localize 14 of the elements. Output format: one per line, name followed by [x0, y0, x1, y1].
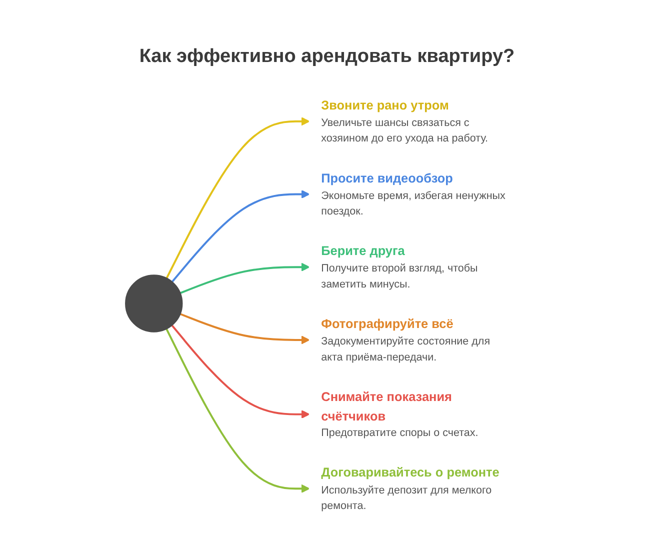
arrow — [171, 324, 310, 419]
node-text: Берите друга Получите второй взгляд, чтобы заметить минусы. — [321, 243, 478, 290]
node-circle — [125, 274, 183, 332]
arrow — [180, 262, 310, 294]
diagram-title: Как эффективно арендовать квартиру? — [139, 46, 515, 68]
node-text: Договаривайтесь о ремонте Используйте депозит для мелкого ремонта. — [321, 464, 500, 512]
node-text: Снимайте показания счётчиков Предотвратите споры о счетах. — [321, 389, 478, 439]
node-text: Звоните рано утром Увеличьте шансы связаться с хозяином до его ухода на работу. — [321, 98, 488, 145]
node-text: Фотографируйте всё Задокументируйте состояние для акта приёма-передачи. — [321, 316, 490, 364]
node-text: Просите видеообзор Экономьте время, избегая ненужных поездок. — [321, 170, 506, 218]
arrow — [171, 190, 310, 282]
arrow — [166, 117, 310, 279]
arrow — [166, 328, 310, 493]
arrow — [180, 313, 310, 344]
